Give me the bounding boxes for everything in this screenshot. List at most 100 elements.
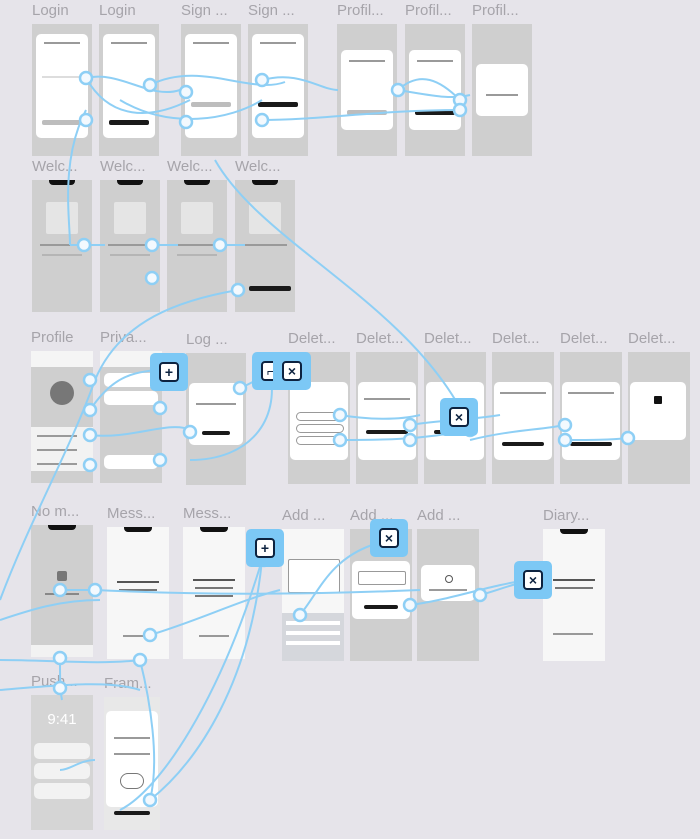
flow-connector	[469, 424, 566, 441]
screen-thumbnail	[31, 351, 93, 483]
close-icon[interactable]: ×	[514, 561, 552, 599]
hotspot-marker[interactable]	[144, 270, 160, 286]
frame-delete-6[interactable]: Delet...	[628, 330, 690, 484]
frame-profil-1[interactable]: Profil...	[337, 2, 397, 156]
frame-title: Add ...	[282, 507, 326, 524]
flow-connector	[119, 559, 263, 811]
frame-title: Delet...	[628, 330, 676, 347]
hotspot-marker[interactable]	[230, 282, 246, 298]
hotspot-marker[interactable]	[52, 680, 68, 696]
hotspot-marker[interactable]	[212, 237, 228, 253]
flow-connector	[261, 109, 461, 121]
lock-screen-clock: 9:41	[47, 711, 77, 728]
hotspot-marker[interactable]	[82, 457, 98, 473]
hotspot-marker[interactable]	[557, 417, 573, 433]
flow-connector	[89, 426, 191, 437]
flow-connector	[397, 78, 461, 101]
frame-title: Welc...	[235, 158, 281, 175]
hotspot-marker[interactable]	[78, 112, 94, 128]
hotspot-marker[interactable]	[142, 792, 158, 808]
hotspot-marker[interactable]	[178, 84, 194, 100]
frame-add-3[interactable]: Add ...	[417, 507, 479, 661]
frame-title: Delet...	[356, 330, 404, 347]
hotspot-marker[interactable]	[557, 432, 573, 448]
flow-connector	[0, 599, 101, 621]
hotspot-marker[interactable]	[402, 597, 418, 613]
hotspot-marker[interactable]	[332, 407, 348, 423]
hotspot-marker[interactable]	[87, 582, 103, 598]
hotspot-marker[interactable]	[332, 432, 348, 448]
frame-delete-5[interactable]: Delet...	[560, 330, 622, 484]
hotspot-marker[interactable]	[82, 372, 98, 388]
frame-logout[interactable]: Log ...	[186, 331, 246, 485]
hotspot-marker[interactable]	[178, 114, 194, 130]
hotspot-marker[interactable]	[232, 380, 248, 396]
frame-privacy[interactable]: Priva...	[100, 329, 162, 483]
frame-title: Add ...	[417, 507, 461, 524]
frame-title: Profile	[31, 329, 74, 346]
flow-connector	[299, 544, 373, 616]
flow-connector	[339, 414, 421, 420]
hotspot-marker[interactable]	[76, 237, 92, 253]
hotspot-marker[interactable]	[142, 77, 158, 93]
add-image-icon[interactable]: +	[246, 529, 284, 567]
frame-profil-3[interactable]: Profil...	[472, 2, 532, 156]
hotspot-marker[interactable]	[452, 102, 468, 118]
hotspot-marker[interactable]	[182, 424, 198, 440]
hotspot-marker[interactable]	[390, 82, 406, 98]
hotspot-marker[interactable]	[82, 402, 98, 418]
screen-thumbnail	[543, 529, 605, 661]
frame-title: Profil...	[337, 2, 384, 19]
frame-welcome-1[interactable]: Welc...	[32, 158, 92, 312]
flow-connector	[59, 759, 96, 771]
flow-connector	[94, 289, 239, 381]
frame-login-1[interactable]: Login	[32, 2, 92, 156]
add-image-icon[interactable]: +	[150, 353, 188, 391]
hotspot-marker[interactable]	[152, 400, 168, 416]
flow-connector	[149, 589, 281, 636]
hotspot-marker[interactable]	[52, 582, 68, 598]
close-icon[interactable]: ×	[370, 519, 408, 557]
hotspot-marker[interactable]	[152, 452, 168, 468]
hotspot-marker[interactable]	[52, 650, 68, 666]
hotspot-marker[interactable]	[132, 652, 148, 668]
frame-frame[interactable]: Fram...	[104, 675, 160, 830]
close-icon[interactable]: ×	[273, 352, 311, 390]
frame-delete-4[interactable]: Delet...	[492, 330, 554, 484]
hotspot-marker[interactable]	[402, 417, 418, 433]
flow-connector	[67, 109, 87, 246]
flow-connector	[149, 74, 286, 86]
frame-title: Welc...	[100, 158, 146, 175]
frame-title: Login	[99, 2, 136, 19]
hotspot-marker[interactable]	[472, 587, 488, 603]
screen-thumbnail	[337, 24, 397, 156]
hotspot-marker[interactable]	[78, 70, 94, 86]
flow-connector	[564, 437, 629, 441]
frame-diary[interactable]: Diary...	[543, 507, 605, 661]
hotspot-marker[interactable]	[254, 72, 270, 88]
frame-profile[interactable]: Profile	[31, 329, 93, 483]
flow-connector	[119, 99, 263, 120]
frame-title: Delet...	[560, 330, 608, 347]
frame-signup-1[interactable]: Sign ...	[181, 2, 241, 156]
hotspot-marker[interactable]	[620, 430, 636, 446]
frame-title: Mess...	[183, 505, 232, 522]
flow-connector	[139, 659, 156, 801]
flow-connector	[0, 379, 96, 601]
hotspot-marker[interactable]	[142, 627, 158, 643]
hotspot-marker[interactable]	[402, 432, 418, 448]
frame-title: Delet...	[424, 330, 472, 347]
close-icon[interactable]: ×	[440, 398, 478, 436]
hotspot-marker[interactable]	[82, 427, 98, 443]
frame-title: Fram...	[104, 675, 152, 692]
frame-title: Sign ...	[181, 2, 228, 19]
hotspot-marker[interactable]	[254, 112, 270, 128]
hotspot-marker[interactable]	[292, 607, 308, 623]
flow-connector	[85, 75, 181, 93]
hotspot-marker[interactable]	[144, 237, 160, 253]
frame-profil-2[interactable]: Profil...	[405, 2, 465, 156]
flow-connector	[149, 559, 263, 801]
flow-connector	[214, 159, 461, 409]
screen-thumbnail	[405, 24, 465, 156]
frame-title: Mess...	[107, 505, 156, 522]
